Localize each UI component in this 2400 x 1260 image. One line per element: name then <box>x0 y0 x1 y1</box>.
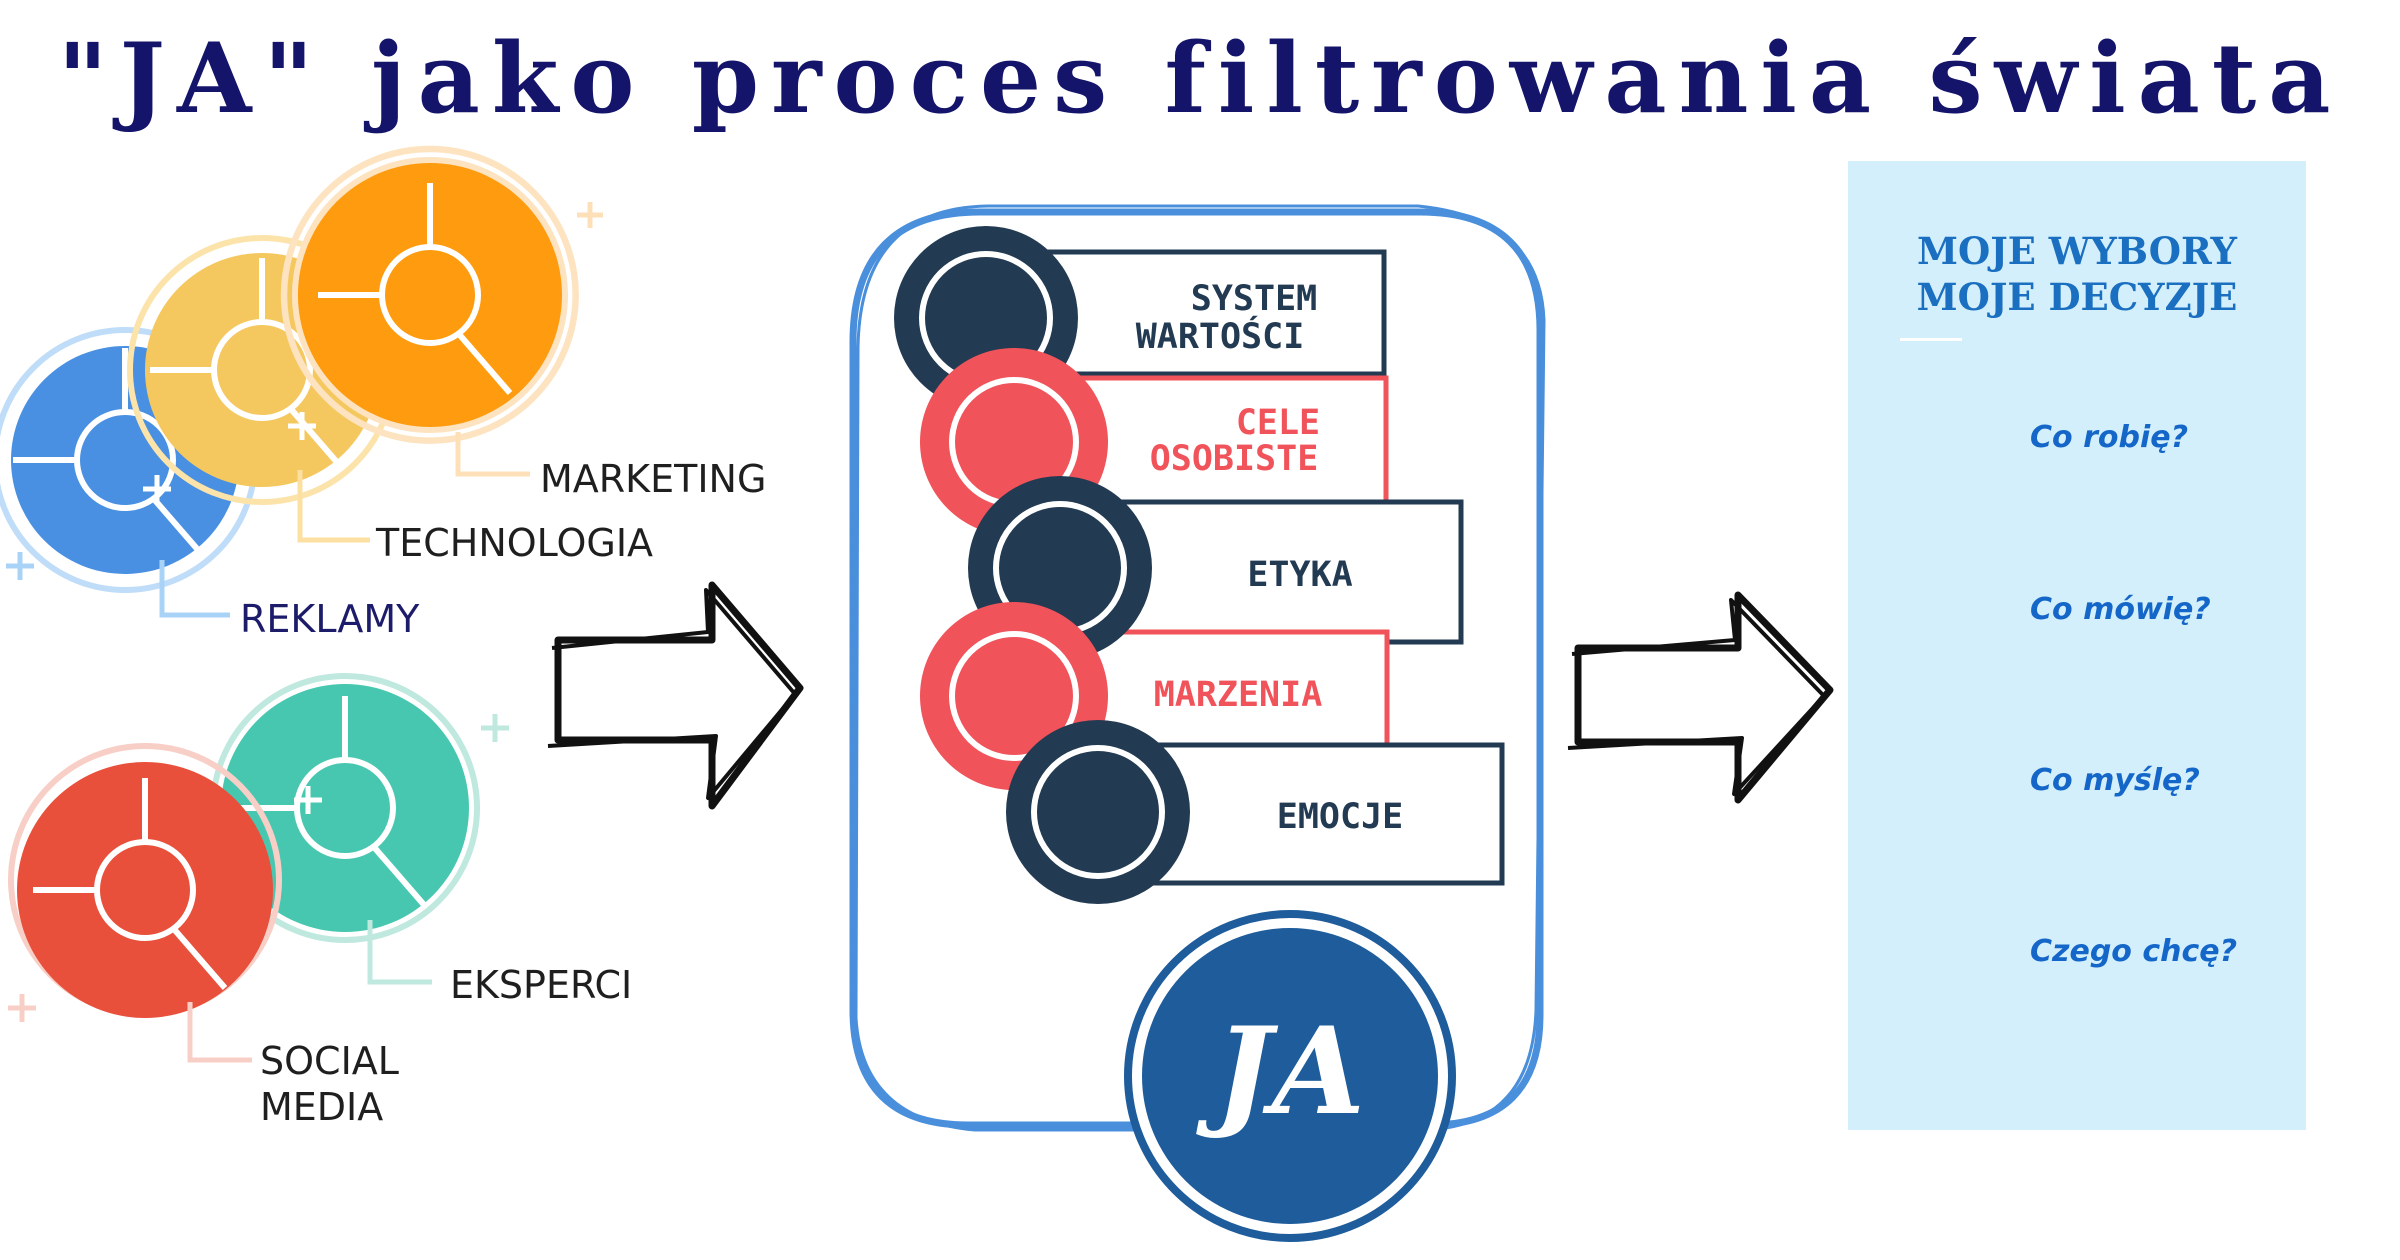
right-arrow-icon <box>1567 591 1834 804</box>
reklamy-label: REKLAMY <box>240 597 420 641</box>
eksperci-label: EKSPERCI <box>450 963 633 1007</box>
cele-label-2: OSOBISTE <box>1150 439 1319 479</box>
emocje-label: EMOCJE <box>1277 797 1403 837</box>
marzenia-label: MARZENIA <box>1154 675 1323 715</box>
system-label-1: SYSTEM <box>1191 279 1317 319</box>
ja-core-circle <box>1124 910 1456 1242</box>
page-title: "JA" jako proces filtrowania świata <box>57 22 2343 135</box>
ja-core-label: JA <box>1215 1001 1365 1142</box>
system-label-2: WARTOŚCI <box>1136 315 1305 357</box>
choice-item-czego-chce: Czego chcę? <box>2030 934 2238 969</box>
choices-panel <box>1848 161 2306 1130</box>
marketing-label: MARKETING <box>540 457 767 501</box>
choice-item-co-robie: Co robię? <box>2030 420 2188 455</box>
etyka-label: ETYKA <box>1247 555 1352 595</box>
technologia-label: TECHNOLOGIA <box>376 521 654 565</box>
choices-panel-title: MOJE WYBORY MOJE DECYZJE <box>1848 228 2306 320</box>
choice-item-co-mowie: Co mówię? <box>2030 592 2211 627</box>
social-media-label-1: SOCIAL <box>260 1039 399 1083</box>
social-media-disc <box>8 743 282 1063</box>
choice-item-co-mysle: Co myślę? <box>2030 763 2200 798</box>
choices-title-line-2: MOJE DECYZJE <box>1916 275 2238 319</box>
right-arrow-icon <box>547 581 804 810</box>
marketing-disc <box>280 145 603 477</box>
choices-title-line-1: MOJE WYBORY <box>1917 229 2237 273</box>
cele-label-1: CELE <box>1236 403 1320 443</box>
emocje-circle <box>1006 720 1190 904</box>
panel-divider <box>1900 338 1962 341</box>
social-media-label-2: MEDIA <box>260 1085 384 1129</box>
